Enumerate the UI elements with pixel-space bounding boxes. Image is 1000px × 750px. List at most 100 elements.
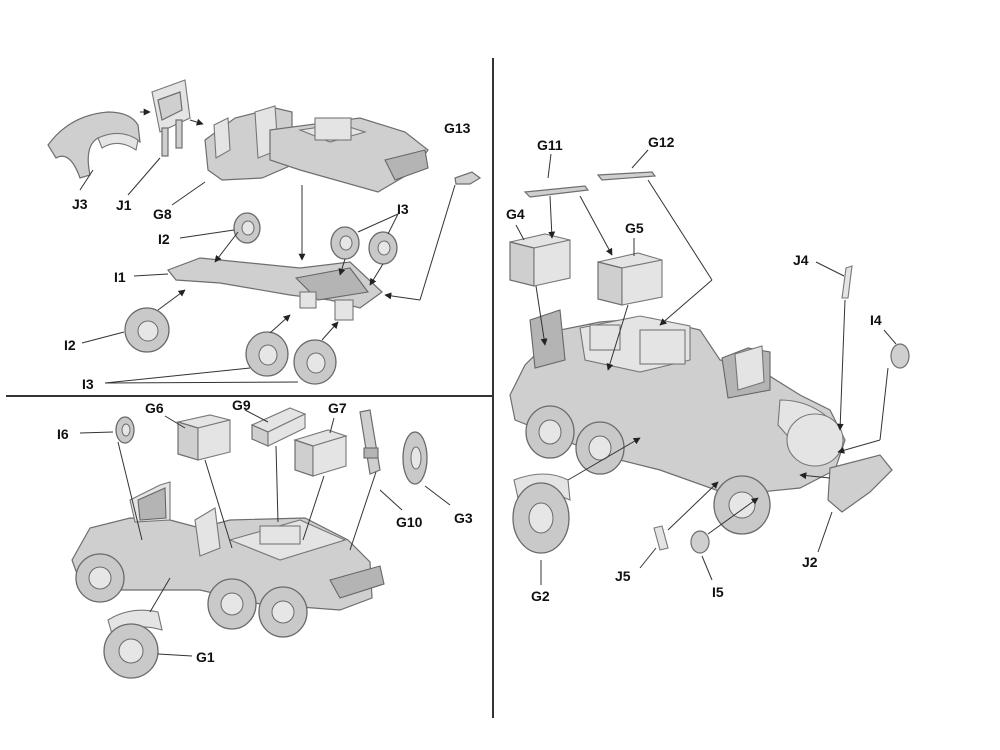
leader-g12-line <box>647 179 713 281</box>
label-g5: G5 <box>625 220 644 236</box>
label-i2-top: I2 <box>158 231 170 247</box>
arrow-j1-g8 <box>189 118 204 126</box>
arrow-i4 <box>837 439 881 454</box>
wheel-i3-lower-a <box>245 331 289 377</box>
leader-g11 <box>547 153 552 179</box>
wheel-final-back <box>575 421 625 475</box>
leader-g9 <box>244 409 269 423</box>
label-g4: G4 <box>506 206 525 222</box>
part-g8-body-tub <box>204 105 429 193</box>
leader-i2-lower <box>81 331 125 344</box>
label-i4: I4 <box>870 312 882 328</box>
part-g2-wheel <box>512 473 571 554</box>
arrow-j4 <box>836 299 846 431</box>
leader-g7-target <box>302 475 325 541</box>
arrow-j2 <box>799 472 831 480</box>
label-j4: J4 <box>793 252 809 268</box>
label-i3-bottom: I3 <box>82 376 94 392</box>
leader-i3-lower-b <box>104 381 299 384</box>
leader-j1 <box>127 157 161 196</box>
arrow-i2-lower <box>157 289 186 311</box>
leader-g1-target <box>149 577 171 613</box>
part-g11-rifle <box>523 185 590 198</box>
arrow-g13 <box>384 292 421 301</box>
wheel-final-mid <box>525 405 575 459</box>
leader-g13 <box>419 184 456 301</box>
label-g1: G1 <box>196 649 215 665</box>
leader-j2 <box>817 511 833 553</box>
label-i5: I5 <box>712 584 724 600</box>
part-g6-box <box>175 414 231 461</box>
arrow-g4 <box>535 285 548 346</box>
leader-g3 <box>424 485 451 506</box>
part-j3-fender <box>47 111 141 179</box>
leader-j3 <box>79 169 94 191</box>
part-g3-wheel <box>402 431 428 485</box>
leader-g10 <box>379 489 403 511</box>
label-i1: I1 <box>114 269 126 285</box>
part-g7-box <box>293 429 348 477</box>
wheel-i2-lower <box>124 307 170 353</box>
leader-j4 <box>815 261 845 277</box>
leader-j5 <box>639 547 657 569</box>
label-g12: G12 <box>648 134 675 150</box>
part-i5-lamp <box>690 530 710 554</box>
leader-g1 <box>157 653 193 657</box>
leader-i3-upper-a <box>357 213 399 233</box>
leader-i5 <box>701 555 713 581</box>
panel-final-assembly: G11 G12 G4 G5 J4 I4 G2 J5 I5 J2 <box>506 134 910 604</box>
part-j1-windshield-frame <box>151 79 191 157</box>
leader-g8 <box>171 181 206 206</box>
leader-g4 <box>515 224 525 241</box>
arrow-i3-upper-a <box>338 258 346 276</box>
label-i6: I6 <box>57 426 69 442</box>
part-i1-chassis-frame <box>167 257 383 321</box>
leader-i2-upper <box>179 229 235 239</box>
part-i6-spare-wheel <box>115 416 135 444</box>
leader-g9-target <box>275 445 279 523</box>
label-j5: J5 <box>615 568 631 584</box>
arrow-g5 <box>606 304 629 371</box>
leader-g6-target <box>204 459 233 549</box>
leader-i6-target <box>117 441 143 541</box>
part-j2-bumper <box>827 454 893 513</box>
leader-g6 <box>164 415 186 429</box>
panel-rear-assembly: I6 G6 G9 G7 G10 G3 G1 <box>57 397 473 679</box>
arrow-i3-lower-a <box>269 314 291 334</box>
leader-g7 <box>329 417 335 434</box>
part-g9-lid <box>250 407 307 447</box>
part-g1-wheel <box>103 609 163 679</box>
arrow-j5 <box>667 481 719 531</box>
leader-i6 <box>79 431 114 434</box>
leader-i3-lower-a <box>104 367 251 384</box>
label-g3: G3 <box>454 510 473 526</box>
wheel-final-front <box>713 475 771 535</box>
part-i4-lamp <box>890 343 910 369</box>
label-i2-bottom: I2 <box>64 337 76 353</box>
arrow-g11-g5 <box>579 195 613 256</box>
leader-i4-line <box>879 367 889 441</box>
arrow-i2-upper <box>214 231 239 263</box>
part-g12-rifle <box>596 171 657 181</box>
arrow-g12 <box>659 279 713 326</box>
label-g10: G10 <box>396 514 423 530</box>
wheel-i3-upper-b <box>368 231 398 265</box>
part-g13-bracket <box>454 171 482 185</box>
part-j4-rod <box>841 265 853 299</box>
vehicle-final-body <box>509 309 846 496</box>
arrow-i3-lower-b <box>321 321 339 341</box>
arrow-i3-upper-b <box>369 263 384 286</box>
label-g2: G2 <box>531 588 550 604</box>
part-g4-box <box>509 233 571 287</box>
arrow-g11-g4 <box>548 195 556 239</box>
wheel-rear-left-front <box>75 553 125 603</box>
part-g5-box <box>597 252 663 306</box>
wheel-rear-left-mid <box>207 578 257 630</box>
label-g6: G6 <box>145 400 164 416</box>
label-j2: J2 <box>802 554 818 570</box>
wheel-i3-lower-b <box>293 339 337 385</box>
part-g10-rack <box>359 409 381 475</box>
leader-g10-target <box>349 471 377 551</box>
wheel-rear-left-back <box>258 586 308 638</box>
